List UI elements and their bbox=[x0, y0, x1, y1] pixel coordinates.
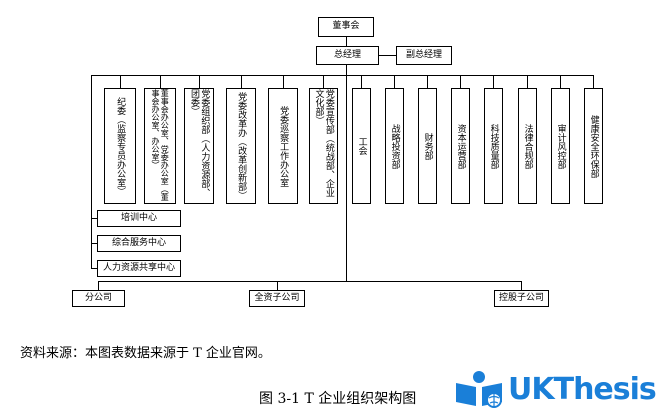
department-label: 党委宣传部（统战部、企业文化部） bbox=[313, 89, 334, 197]
watermark-logo: UKThesis bbox=[452, 368, 657, 410]
connector-dept-bus bbox=[91, 75, 593, 76]
center-box: 人力资源共享中心 bbox=[97, 260, 181, 277]
department-box: 战略投资部 bbox=[385, 88, 404, 204]
connector-center-tick bbox=[91, 218, 97, 219]
department-label: 董事会办公室、党委办公室（董事会办公室、办公室） bbox=[151, 89, 170, 201]
connector-dept-drop bbox=[160, 75, 161, 88]
department-box: 董事会办公室、党委办公室（董事会办公室、办公室） bbox=[144, 88, 176, 204]
department-label: 纪委（监察专员办公室） bbox=[115, 96, 126, 196]
department-label: 健康安全环保部 bbox=[588, 114, 599, 178]
connector-dept-drop bbox=[199, 75, 200, 88]
department-box: 法律合规部 bbox=[518, 88, 537, 204]
connector-subsidiary-drop bbox=[277, 281, 278, 290]
connector-dept-drop bbox=[460, 75, 461, 88]
department-label: 党委组织部（人力资源部、团委） bbox=[189, 89, 210, 197]
connector-subsidiary-drop bbox=[98, 281, 99, 290]
department-box: 党委巡察工作办公室 bbox=[268, 88, 298, 204]
subsidiary-label: 全资子公司 bbox=[254, 292, 300, 303]
department-label: 工会 bbox=[356, 137, 367, 155]
subsidiary-box: 分公司 bbox=[72, 290, 125, 307]
department-box: 党委组织部（人力资源部、团委） bbox=[184, 88, 214, 204]
watermark-text: UKThesis bbox=[508, 371, 657, 407]
department-box: 党委宣传部（统战部、企业文化部） bbox=[309, 88, 338, 204]
subsidiary-label: 控股子公司 bbox=[498, 292, 544, 303]
connector-dept-drop bbox=[527, 75, 528, 88]
connector-subsidiary-bus bbox=[98, 281, 522, 282]
subsidiary-label: 分公司 bbox=[84, 292, 112, 303]
center-box: 培训中心 bbox=[97, 210, 181, 227]
connector-center-tick bbox=[91, 243, 97, 244]
source-note: 资料来源：本图表数据来源于 T 企业官网。 bbox=[20, 346, 271, 361]
deputy-general-manager-label: 副总经理 bbox=[405, 49, 442, 60]
connector-dept-drop bbox=[394, 75, 395, 88]
department-box: 资本运营部 bbox=[451, 88, 470, 204]
board-node: 董事会 bbox=[318, 17, 374, 37]
connector-center-tick bbox=[91, 268, 97, 269]
department-box: 财务部 bbox=[418, 88, 437, 204]
department-label: 法律合规部 bbox=[522, 123, 533, 169]
department-box: 科技质量部 bbox=[484, 88, 503, 204]
department-label: 战略投资部 bbox=[389, 123, 400, 169]
connector-dept-drop bbox=[283, 75, 284, 88]
general-manager-label: 总经理 bbox=[333, 49, 361, 60]
connector-gm-deputy bbox=[379, 55, 396, 56]
department-label: 审计风控部 bbox=[555, 123, 566, 169]
department-box: 健康安全环保部 bbox=[584, 88, 603, 204]
general-manager-node: 总经理 bbox=[316, 46, 379, 65]
connector-dept-drop bbox=[120, 75, 121, 88]
department-label: 财务部 bbox=[422, 132, 433, 160]
subsidiary-box: 控股子公司 bbox=[494, 290, 549, 307]
department-box: 纪委（监察专员办公室） bbox=[104, 88, 136, 204]
connector-dept-drop bbox=[361, 75, 362, 88]
connector-main-trunk bbox=[346, 65, 347, 281]
deputy-general-manager-node: 副总经理 bbox=[396, 46, 452, 65]
connector-board-gm bbox=[346, 37, 347, 47]
center-label: 培训中心 bbox=[120, 212, 157, 223]
center-label: 综合服务中心 bbox=[111, 237, 166, 248]
center-label: 人力资源共享中心 bbox=[102, 262, 175, 273]
connector-dept-drop bbox=[493, 75, 494, 88]
department-label: 资本运营部 bbox=[455, 123, 466, 169]
department-label: 党委改革办（改革创新部） bbox=[236, 92, 247, 200]
connector-dept-drop bbox=[427, 75, 428, 88]
center-box: 综合服务中心 bbox=[97, 235, 181, 252]
connector-dept-drop bbox=[593, 75, 594, 88]
connector-dept-drop bbox=[323, 75, 324, 88]
connector-subsidiary-drop bbox=[521, 281, 522, 290]
subsidiary-box: 全资子公司 bbox=[249, 290, 305, 307]
connector-dept-drop bbox=[560, 75, 561, 88]
department-label: 党委巡察工作办公室 bbox=[278, 105, 289, 187]
department-box: 党委改革办（改革创新部） bbox=[226, 88, 256, 204]
department-box: 工会 bbox=[352, 88, 371, 204]
department-label: 科技质量部 bbox=[488, 123, 499, 169]
figure-caption: 图 3-1 T 企业组织架构图 bbox=[259, 391, 417, 407]
connector-dept-drop bbox=[241, 75, 242, 88]
reader-book-icon bbox=[456, 371, 502, 408]
board-label: 董事会 bbox=[332, 21, 360, 32]
connector-dept-drop bbox=[91, 75, 92, 269]
department-box: 审计风控部 bbox=[551, 88, 570, 204]
